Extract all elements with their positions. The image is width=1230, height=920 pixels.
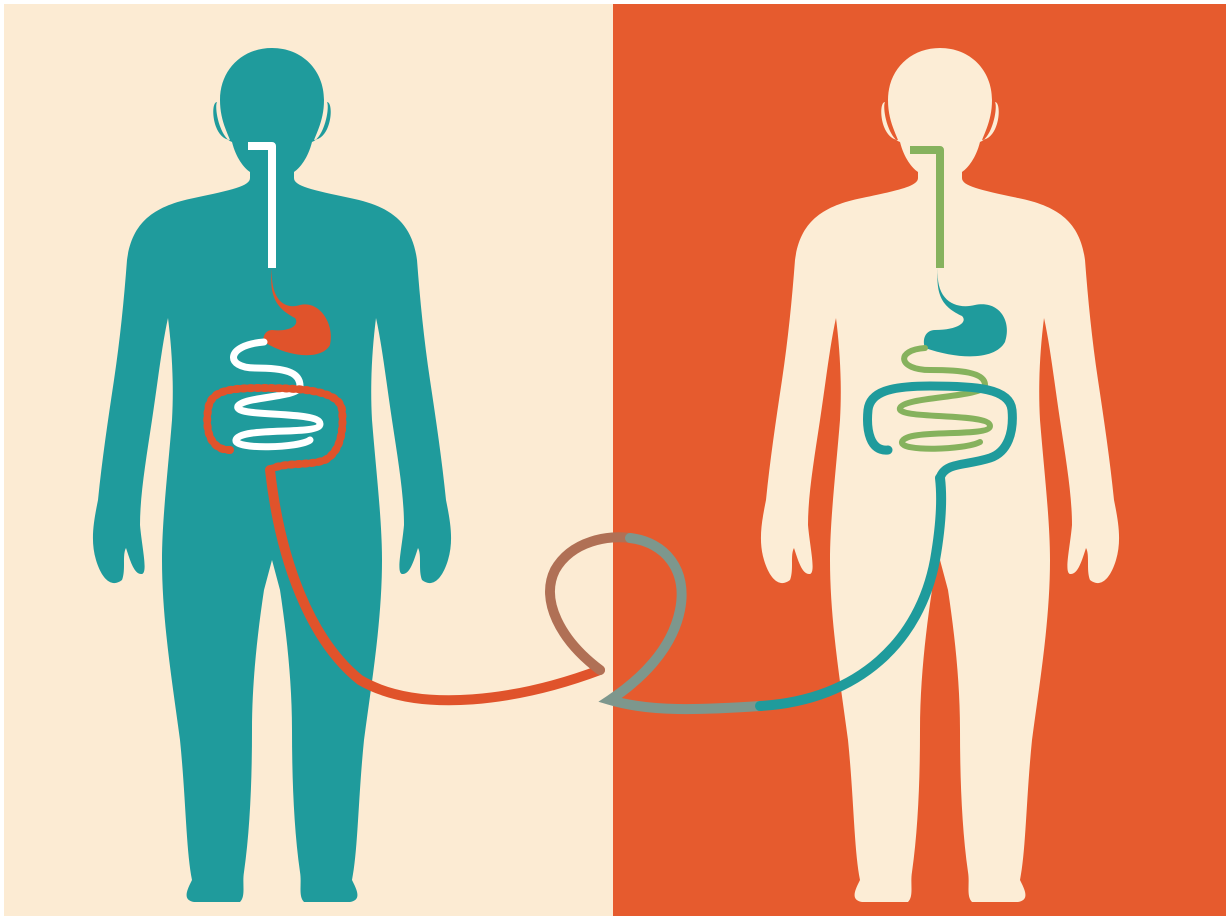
gut-transplant-illustration [0,0,1230,920]
illustration-stage [0,0,1230,920]
